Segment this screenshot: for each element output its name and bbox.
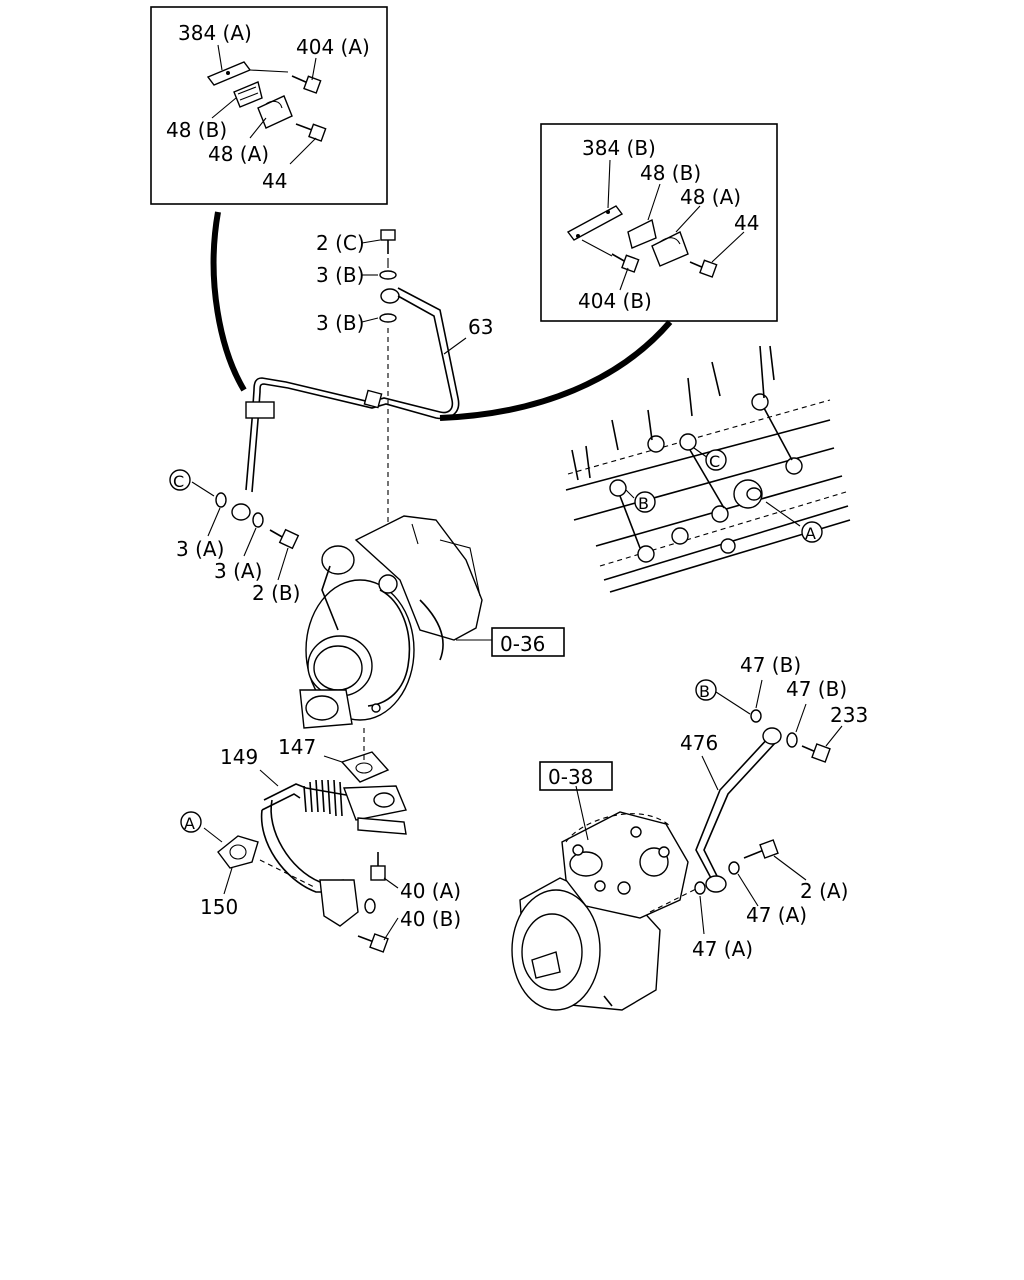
- clamp-upper-icon: [233, 81, 263, 108]
- ref-marker-c-label: C: [173, 472, 184, 491]
- label-3b-bottom: 3 (B): [316, 311, 364, 335]
- label-48a: 48 (A): [208, 142, 269, 166]
- bolt-404b-icon: [611, 253, 640, 273]
- gasket-147-icon: [340, 751, 390, 783]
- washer-icon: [728, 861, 740, 875]
- ref-marker-c-label: C: [709, 452, 720, 471]
- eye-fitting-icon: [762, 727, 782, 745]
- label-2a: 2 (A): [800, 879, 848, 903]
- compressor-pipe: 47 (B) B 47 (B) 233 476 0-38 2 (A) 47 (A…: [539, 653, 868, 961]
- label-147: 147: [278, 735, 316, 759]
- label-150: 150: [200, 895, 238, 919]
- label-404b: 404 (B): [578, 289, 652, 313]
- ref-marker-b-label: B: [638, 494, 649, 513]
- turbocharger-ref-box: [491, 627, 565, 657]
- ref-marker-a-label: A: [184, 814, 195, 833]
- turbocharger-illustration: [299, 515, 483, 729]
- inset-box-a: 384 (A) 404 (A) 48 (B) 48 (A) 44: [150, 6, 388, 205]
- bolt-2a-icon: [743, 839, 779, 859]
- washer-icon: [252, 512, 264, 528]
- compressor-ref-box: [539, 761, 613, 791]
- label-40b: 40 (B): [400, 907, 461, 931]
- engine-block-illustration: B C A: [565, 345, 851, 593]
- label-47a-2: 47 (A): [692, 937, 753, 961]
- pipe-union-icon: [363, 389, 383, 409]
- label-44: 44: [262, 169, 287, 193]
- bolt-44-icon: [295, 123, 327, 142]
- washer-icon: [786, 732, 798, 748]
- label-384b: 384 (B): [582, 136, 656, 160]
- label-3a-1: 3 (A): [176, 537, 224, 561]
- bolt-233-icon: [801, 743, 831, 763]
- label-3b-top: 3 (B): [316, 263, 364, 287]
- eye-fitting-icon: [231, 503, 251, 521]
- label-40a: 40 (A): [400, 879, 461, 903]
- label-2c: 2 (C): [316, 231, 365, 255]
- label-404a: 404 (A): [296, 35, 370, 59]
- label-384a: 384 (A): [178, 21, 252, 45]
- bolt-404a-icon: [291, 75, 322, 94]
- label-233: 233: [830, 703, 868, 727]
- label-48b: 48 (B): [640, 161, 701, 185]
- label-48a: 48 (A): [680, 185, 741, 209]
- ref-marker-b: [695, 679, 717, 701]
- bolt-40a-icon: [370, 852, 386, 881]
- inset-box-b: 384 (B) 48 (B) 48 (A) 44 404 (B): [540, 123, 778, 322]
- label-476: 476: [680, 731, 718, 755]
- engine-bosses: [609, 393, 803, 563]
- ref-marker-c: [705, 449, 727, 471]
- clamp-lower-icon: [651, 231, 689, 267]
- bracket-plate-icon: [566, 205, 624, 241]
- turbocharger-ref: 0-36: [500, 632, 545, 656]
- washer-icon: [215, 492, 227, 508]
- pipe-clamp-icon: [245, 401, 275, 419]
- air-compressor-illustration: [511, 811, 689, 1011]
- bolt-40b-icon: [357, 933, 389, 953]
- eye-fitting-icon: [380, 288, 400, 304]
- washer-icon: [694, 881, 706, 895]
- label-3a-2: 3 (A): [214, 559, 262, 583]
- eye-fitting-icon: [705, 875, 727, 893]
- label-44: 44: [734, 211, 759, 235]
- ref-marker-a: [801, 521, 823, 543]
- washer-icon: [379, 270, 397, 280]
- clamp-upper-icon: [627, 218, 657, 249]
- label-2b: 2 (B): [252, 581, 300, 605]
- ref-marker-c: [169, 469, 191, 491]
- compressor-ref: 0-38: [548, 765, 593, 789]
- label-63: 63: [468, 315, 493, 339]
- label-149: 149: [220, 745, 258, 769]
- washer-icon: [750, 709, 762, 723]
- label-48b: 48 (B): [166, 118, 227, 142]
- detail-arc-left: [210, 211, 247, 392]
- bellows-icon: [303, 779, 343, 817]
- washer-icon: [379, 313, 397, 323]
- bolt-2c-icon: [380, 229, 396, 254]
- label-47b-1: 47 (B): [740, 653, 801, 677]
- oil-drain-pipe: 149 147 A 150 40 (A) 40 (B): [180, 728, 461, 953]
- bolt-44-icon: [689, 259, 718, 278]
- ref-marker-a-label: A: [805, 524, 816, 543]
- clamp-lower-icon: [257, 95, 293, 129]
- bracket-plate-icon: [206, 61, 252, 86]
- gasket-150-icon: [217, 835, 259, 869]
- detail-arc-right: [439, 320, 673, 421]
- ref-marker-b: [634, 491, 656, 513]
- ref-marker-b-label: B: [699, 682, 710, 701]
- label-47b-2: 47 (B): [786, 677, 847, 701]
- label-47a-1: 47 (A): [746, 903, 807, 927]
- bolt-2b-icon: [269, 528, 300, 550]
- ref-marker-a: [180, 811, 202, 833]
- oil-feed-pipe: 2 (C) 3 (B) 3 (B) 63 C 3 (A) 3 (A) 2 (B): [169, 229, 493, 605]
